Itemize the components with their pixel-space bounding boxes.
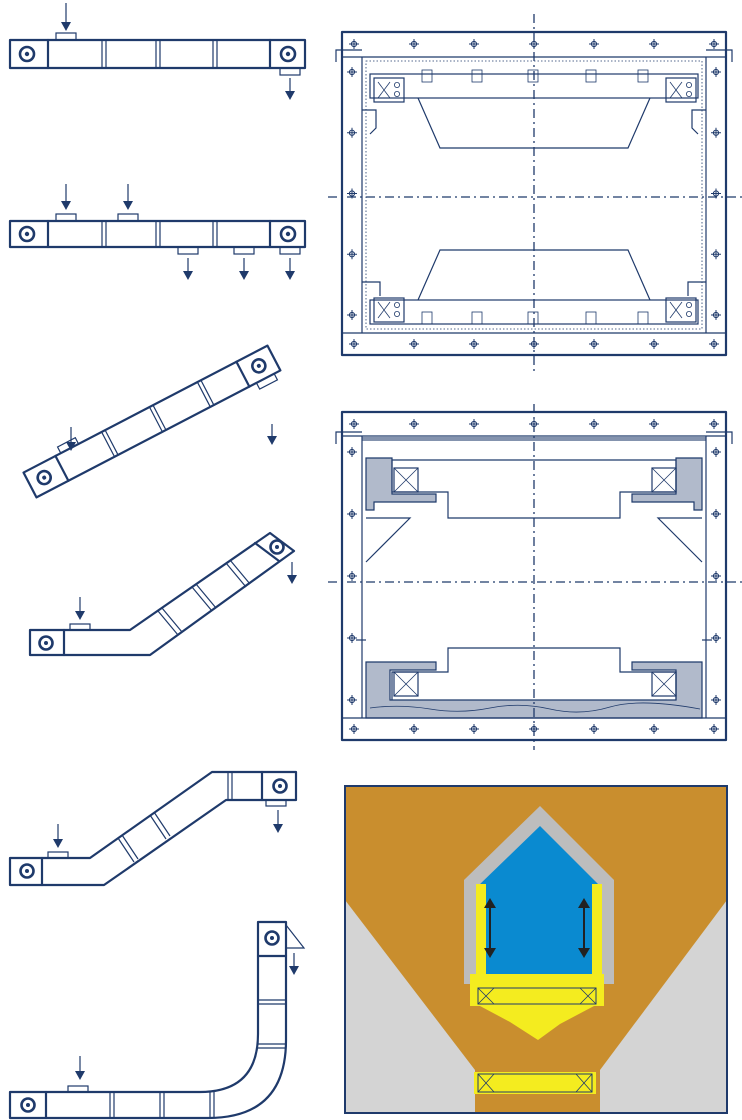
bolt-crosshair-icon xyxy=(529,339,539,349)
bolt-crosshair-icon xyxy=(409,419,419,429)
horizontal-to-inclined-conveyor xyxy=(28,531,297,657)
bolt-crosshair-icon xyxy=(469,39,479,49)
bolt-crosshair-icon xyxy=(349,419,359,429)
bolt-crosshair-icon xyxy=(347,447,357,457)
bolt-crosshair-icon xyxy=(711,695,721,705)
bolt-crosshair-icon xyxy=(349,724,359,734)
bolt-crosshair-icon xyxy=(711,188,721,199)
bolt-crosshair-icon xyxy=(711,633,721,643)
bolt-crosshair-icon xyxy=(649,39,659,49)
horizontal-conveyor-multi-outlet xyxy=(8,184,307,280)
sprocket-icon xyxy=(38,635,54,651)
bolt-crosshair-icon xyxy=(649,339,659,349)
silo-wall-right xyxy=(600,900,727,1113)
bolt-crosshair-icon xyxy=(469,419,479,429)
sprocket-icon xyxy=(272,778,288,794)
arrow-down-icon xyxy=(289,953,299,975)
bulk-material-flow-cross-section xyxy=(344,785,728,1114)
bolt-crosshair-icon xyxy=(711,67,721,77)
arrow-down-icon xyxy=(273,810,283,833)
arrow-down-icon xyxy=(75,597,85,620)
casing-cross-section-lined xyxy=(328,404,742,750)
sprocket-icon xyxy=(269,539,285,555)
bolt-crosshair-icon xyxy=(711,447,721,457)
bolt-crosshair-icon xyxy=(709,339,719,349)
bolt-crosshair-icon xyxy=(347,509,357,519)
bolt-crosshair-icon xyxy=(347,571,357,581)
bolt-crosshair-icon xyxy=(347,67,357,77)
arrow-down-icon xyxy=(53,824,63,848)
bolt-crosshair-icon xyxy=(347,695,357,705)
sprocket-icon xyxy=(251,358,267,374)
sprocket-icon xyxy=(36,469,52,486)
bolt-crosshair-icon xyxy=(347,310,357,320)
bolt-crosshair-icon xyxy=(589,419,599,429)
double-arrow-vertical-icon xyxy=(484,898,496,958)
bolt-crosshair-icon xyxy=(529,419,539,429)
bolt-crosshair-icon xyxy=(347,188,357,199)
arrow-down-icon xyxy=(61,3,71,31)
bolt-crosshair-icon xyxy=(709,39,719,49)
sprocket-icon xyxy=(18,225,36,243)
bolt-crosshair-icon xyxy=(349,339,359,349)
bolt-crosshair-icon xyxy=(529,724,539,734)
bolt-crosshair-icon xyxy=(711,571,721,581)
arrow-down-icon xyxy=(239,258,249,280)
arrow-down-icon xyxy=(285,78,295,100)
horizontal-to-vertical-conveyor xyxy=(8,920,306,1120)
inclined-conveyor xyxy=(22,344,282,499)
arrow-down-icon xyxy=(61,184,71,210)
bolt-crosshair-icon xyxy=(589,39,599,49)
arrow-down-icon xyxy=(285,258,295,280)
arrow-down-icon xyxy=(75,1056,85,1080)
sprocket-icon xyxy=(18,45,36,63)
bolt-crosshair-icon xyxy=(711,127,721,138)
silo-wall-left xyxy=(345,900,475,1113)
arrow-down-icon xyxy=(66,427,76,451)
arrow-down-icon xyxy=(267,424,277,445)
arrow-down-icon xyxy=(123,184,133,210)
arrow-down-icon xyxy=(287,562,297,584)
horizontal-inclined-horizontal-conveyor xyxy=(8,770,298,887)
bolt-crosshair-icon xyxy=(469,339,479,349)
bolt-crosshair-icon xyxy=(409,724,419,734)
sprocket-icon xyxy=(19,863,35,879)
sprocket-icon xyxy=(279,225,297,243)
bolt-crosshair-icon xyxy=(711,509,721,519)
bolt-crosshair-icon xyxy=(589,339,599,349)
bolt-crosshair-icon xyxy=(649,419,659,429)
chain-zone xyxy=(470,974,604,1006)
arrow-down-icon xyxy=(183,258,193,280)
bolt-crosshair-icon xyxy=(709,724,719,734)
conveyed-material xyxy=(478,826,600,974)
casing-cross-section-standard xyxy=(328,14,742,372)
double-arrow-vertical-icon xyxy=(578,898,590,958)
bolt-crosshair-icon xyxy=(711,249,721,260)
bolt-crosshair-icon xyxy=(347,633,357,643)
bolt-crosshair-icon xyxy=(409,39,419,49)
bolt-crosshair-icon xyxy=(349,39,359,49)
bolt-crosshair-icon xyxy=(409,339,419,349)
sprocket-icon xyxy=(20,1097,36,1113)
bolt-crosshair-icon xyxy=(469,724,479,734)
bolt-crosshair-icon xyxy=(711,310,721,320)
bolt-crosshair-icon xyxy=(589,724,599,734)
sprocket-icon xyxy=(279,45,297,63)
bolt-crosshair-icon xyxy=(649,724,659,734)
bolt-crosshair-icon xyxy=(709,419,719,429)
bolt-crosshair-icon xyxy=(529,39,539,49)
bolt-crosshair-icon xyxy=(347,127,357,138)
horizontal-conveyor-single-inlet xyxy=(8,3,307,100)
sprocket-icon xyxy=(264,930,280,946)
bolt-crosshair-icon xyxy=(347,249,357,260)
